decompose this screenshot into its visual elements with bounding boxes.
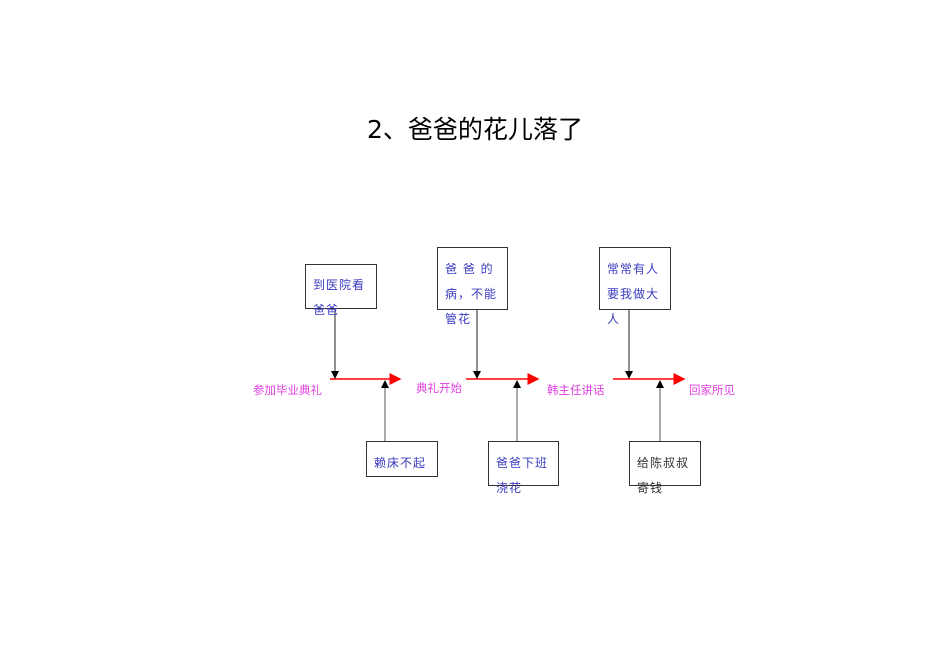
event-box [366,441,438,477]
stage-label: 参加毕业典礼 [253,383,322,397]
stage-label: 典礼开始 [416,381,462,395]
event-text: 常常有人要我做大人 [607,262,660,326]
event-text: 到医院看爸爸 [313,278,366,317]
event-box [629,441,701,486]
stage-label: 韩主任讲话 [547,383,605,397]
event-text: 爸爸下班浇花 [496,456,549,495]
event-box [488,441,559,486]
event-box [305,264,377,309]
event-box [437,247,508,310]
event-text: 爸 爸 的 病，不能管花 [445,262,498,326]
stage-label: 回家所见 [689,383,735,397]
event-text: 赖床不起 [374,456,427,470]
event-box [599,247,671,310]
page-title: 2、爸爸的花儿落了 [367,115,583,144]
event-text: 给陈叔叔寄钱 [637,456,690,495]
